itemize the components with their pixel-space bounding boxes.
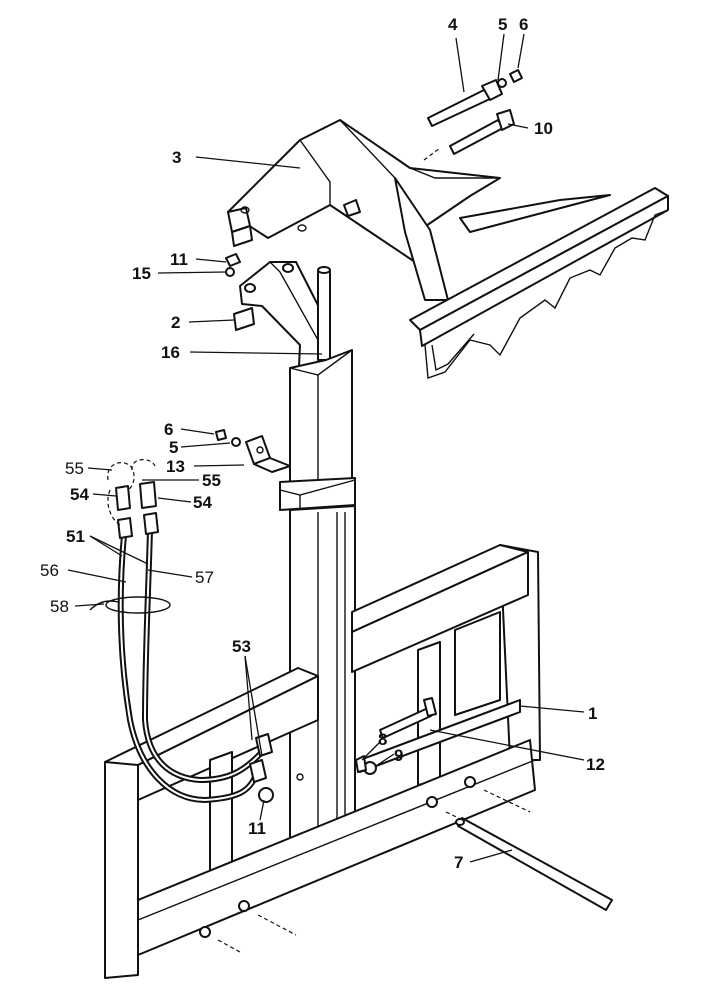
callout-7: 7 [454, 853, 463, 872]
callout-54-right: 54 [193, 493, 212, 512]
callout-6-mid: 6 [164, 420, 173, 439]
leader-lines [67, 33, 585, 863]
callout-2: 2 [171, 313, 180, 332]
callout-11-top: 11 [170, 250, 188, 269]
callout-6-top: 6 [519, 15, 528, 34]
callout-9: 9 [394, 746, 403, 765]
fork-frame-part [227, 119, 669, 379]
hydraulic-hoses-part [89, 459, 304, 804]
callout-15: 15 [132, 264, 151, 283]
plate-part [245, 435, 291, 473]
callout-8: 8 [378, 730, 387, 749]
callout-11-bottom: 11 [248, 819, 266, 838]
carriage-frame-part [104, 544, 541, 979]
callout-57: 57 [195, 568, 214, 587]
callout-55-left: 55 [65, 459, 84, 478]
mast-bracket-part [225, 253, 329, 396]
upright-mast-part [279, 349, 371, 859]
pin-part [427, 69, 523, 127]
callout-12: 12 [586, 755, 605, 774]
callout-55-right: 55 [202, 471, 221, 490]
callout-58: 58 [50, 597, 69, 616]
washer-part [231, 437, 241, 447]
bolt-part [449, 109, 515, 155]
callout-56: 56 [40, 561, 59, 580]
callout-16: 16 [161, 343, 180, 362]
callout-13: 13 [166, 457, 185, 476]
bolt-long-part [379, 697, 437, 739]
bolt-small-part [215, 429, 227, 441]
cylinder-rod-part [317, 266, 331, 361]
callout-5-mid: 5 [169, 438, 178, 457]
fitting-8-part [355, 755, 367, 773]
callout-54-left: 54 [70, 485, 89, 504]
callout-5-top: 5 [498, 15, 507, 34]
callout-1: 1 [588, 704, 597, 723]
callout-53: 53 [232, 637, 251, 656]
long-pin-part [455, 817, 613, 911]
callout-3: 3 [172, 148, 181, 167]
callout-10: 10 [534, 119, 553, 138]
callout-4: 4 [448, 15, 458, 34]
callout-51: 51 [66, 527, 85, 546]
